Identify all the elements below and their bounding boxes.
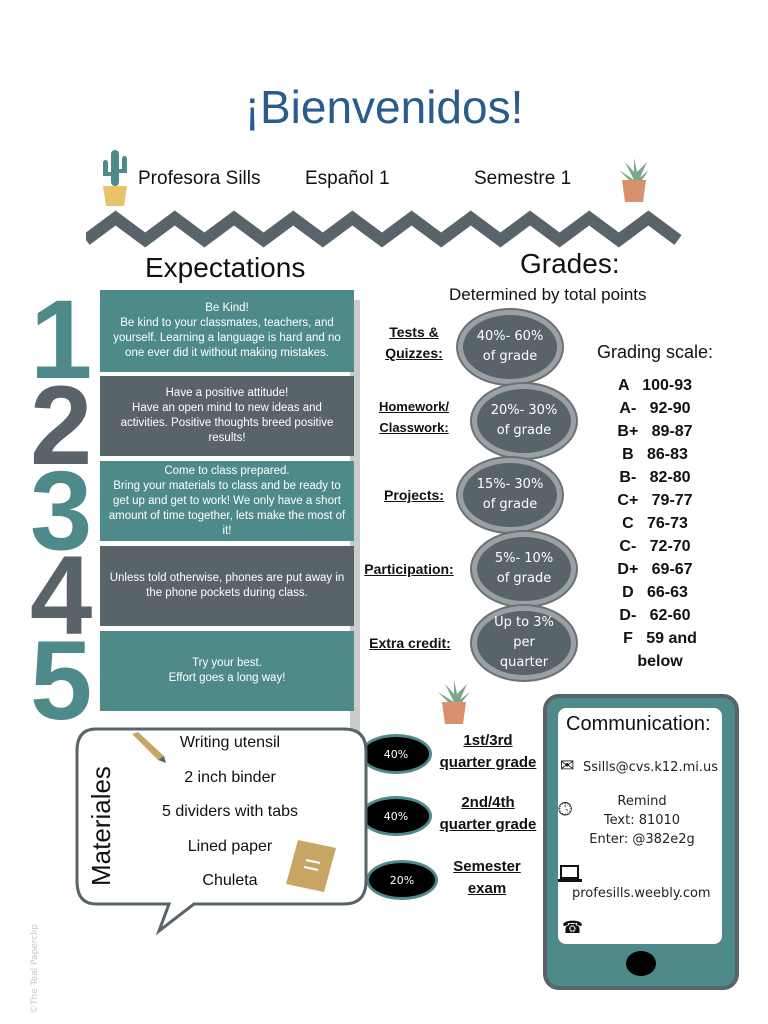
materials-item: 5 dividers with tabs bbox=[161, 803, 299, 820]
phone-screen bbox=[558, 708, 722, 944]
semester-weight-oval: 40% bbox=[360, 796, 432, 836]
semester-weight-oval: 20% bbox=[366, 860, 438, 900]
grade-category-label: Extra credit: bbox=[369, 635, 451, 651]
materials-item: Writing utensil bbox=[179, 734, 281, 751]
pencil-icon bbox=[132, 732, 166, 763]
timeline-arrow bbox=[350, 300, 360, 885]
laptop-icon bbox=[558, 865, 582, 882]
grading-scale-row: C- 72-70 bbox=[619, 538, 691, 555]
expectation-card: Try your best. Effort goes a long way! bbox=[100, 631, 354, 711]
materials-heading: Materiales bbox=[86, 766, 116, 886]
expectation-card: Have a positive attitude! Have an open m… bbox=[100, 376, 354, 456]
grading-scale-row: D+ 69-67 bbox=[617, 561, 693, 578]
grading-scale-row: B+ 89-87 bbox=[617, 423, 693, 440]
semester-component-label: 1st/3rd quarter grade bbox=[439, 732, 537, 771]
expectation-title: Be Kind! bbox=[205, 302, 249, 314]
semester-label: Semestre 1 bbox=[474, 168, 572, 189]
semester-weight-oval: 40% bbox=[360, 734, 432, 774]
grade-weight-oval: Up to 3% per quarter bbox=[472, 606, 576, 680]
communication-heading: Communication: bbox=[566, 713, 711, 735]
grading-scale-row: C 76-73 bbox=[622, 515, 688, 532]
grade-category-label: Projects: bbox=[384, 487, 444, 503]
expectation-number: 4 bbox=[30, 533, 93, 658]
grading-scale-row: A 100-93 bbox=[617, 377, 693, 394]
course-name: Español 1 bbox=[305, 168, 390, 189]
website-link[interactable]: profesills.weebly.com bbox=[572, 886, 711, 901]
teacher-name: Profesora Sills bbox=[138, 168, 261, 189]
grading-scale-row: B- 82-80 bbox=[619, 469, 691, 486]
expectation-number: 1 bbox=[30, 277, 93, 402]
grading-scale-row: D 66-63 bbox=[622, 584, 688, 601]
grade-category-label: Tests & Quizzes: bbox=[385, 324, 443, 361]
clock-icon: 🕓︎ bbox=[558, 799, 573, 820]
expectation-text: Bring your materials to class and be rea… bbox=[108, 479, 346, 537]
phone-home-button bbox=[626, 951, 656, 976]
expectation-text: Unless told otherwise, phones are put aw… bbox=[109, 572, 345, 599]
grading-scale-heading: Grading scale: bbox=[597, 342, 714, 362]
expectation-title: Come to class prepared. bbox=[164, 464, 290, 477]
succulent-icon bbox=[619, 158, 649, 202]
grades-heading: Grades: bbox=[520, 248, 620, 279]
grade-weight-oval: 40%- 60% of grade bbox=[458, 310, 562, 384]
grading-scale-row: F 59 and below bbox=[623, 630, 702, 670]
grade-category-label: Participation: bbox=[364, 561, 454, 577]
email-address[interactable]: Ssills@cvs.k12.mi.us bbox=[583, 760, 719, 775]
expectation-card: Be Kind! Be kind to your classmates, tea… bbox=[100, 290, 354, 372]
expectation-text: Effort goes a long way! bbox=[168, 672, 286, 684]
watermark: ©The Teal Paperclip bbox=[30, 924, 40, 1014]
envelope-icon: ✉ bbox=[560, 756, 575, 776]
materials-item: 2 inch binder bbox=[184, 768, 276, 786]
materials-speech-bubble bbox=[75, 727, 368, 936]
materials-item: Lined paper bbox=[187, 837, 273, 855]
page-title: ¡Bienvenidos! bbox=[244, 81, 524, 133]
zigzag-divider bbox=[86, 210, 682, 248]
grade-category-label: Homework/ Classwork: bbox=[378, 399, 450, 435]
grading-scale-row: B 86-83 bbox=[622, 446, 688, 463]
semester-component-label: Semester exam bbox=[453, 858, 521, 897]
cactus-icon bbox=[103, 150, 127, 206]
semester-component-label: 2nd/4th quarter grade bbox=[439, 794, 537, 833]
expectation-card: Come to class prepared. Bring your mater… bbox=[100, 461, 354, 541]
grading-scale-row: C+ 79-77 bbox=[617, 492, 693, 509]
grading-scale-row: D- 62-60 bbox=[619, 607, 691, 624]
expectation-card: Unless told otherwise, phones are put aw… bbox=[100, 546, 354, 626]
grading-scale-row: A- 92-90 bbox=[619, 400, 691, 417]
grade-weight-oval: 20%- 30% of grade bbox=[472, 384, 576, 458]
expectation-number: 2 bbox=[30, 363, 93, 488]
grade-weight-oval: 5%- 10% of grade bbox=[472, 532, 576, 606]
remind-info: Remind Text: 81010 Enter: @382e2g bbox=[589, 794, 695, 847]
expectation-title: Try your best. bbox=[192, 657, 262, 669]
expectation-number: 5 bbox=[30, 618, 93, 743]
expectation-text: Be kind to your classmates, teachers, an… bbox=[113, 317, 341, 359]
grade-weight-oval: 15%- 30% of grade bbox=[458, 458, 562, 532]
expectations-heading: Expectations bbox=[145, 252, 306, 283]
telephone-icon: ☎ bbox=[562, 918, 584, 938]
materials-item: Chuleta bbox=[202, 872, 258, 889]
expectation-title: Have a positive attitude! bbox=[165, 387, 289, 399]
expectation-text: Have an open mind to new ideas and activ… bbox=[120, 402, 334, 444]
succulent-icon bbox=[438, 680, 470, 724]
grades-subheading: Determined by total points bbox=[449, 285, 647, 304]
expectation-number: 3 bbox=[30, 448, 93, 573]
notebook-icon bbox=[286, 840, 336, 892]
